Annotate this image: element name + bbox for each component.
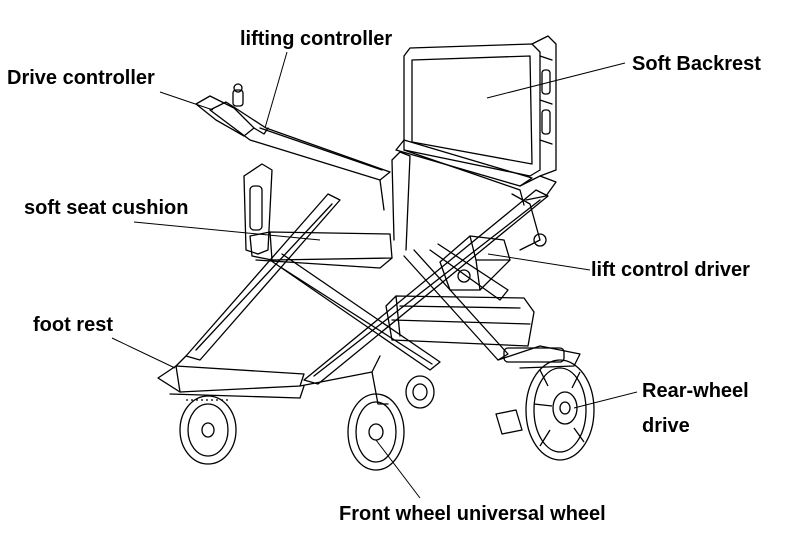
label-foot-rest: foot rest: [33, 314, 113, 336]
lower-frame: [299, 345, 581, 435]
label-front-wheel: Front wheel universal wheel: [339, 503, 606, 525]
front-right-wheel: [347, 375, 435, 471]
label-rear-wheel-drive-line1: Rear-wheel: [642, 380, 749, 402]
rear-wheel: [525, 359, 595, 461]
label-drive-controller: Drive controller: [7, 67, 155, 89]
label-soft-backrest: Soft Backrest: [632, 53, 761, 75]
battery-box: [385, 295, 535, 347]
label-rear-wheel-drive-line2: drive: [642, 415, 690, 437]
lift-control-box: [439, 233, 547, 291]
drive-controller: [195, 83, 269, 137]
label-lifting-controller: lifting controller: [240, 28, 393, 50]
side-frame-right: [391, 151, 557, 251]
footrest: [157, 355, 305, 399]
leader-lines: [111, 51, 638, 499]
side-frame-left: [243, 163, 273, 255]
label-soft-seat-cushion: soft seat cushion: [24, 197, 189, 219]
x-frame: [185, 189, 549, 385]
armrests: [209, 101, 533, 211]
backrest: [403, 35, 557, 177]
front-left-wheel: [179, 395, 237, 465]
label-lift-control-driver: lift control driver: [591, 259, 750, 281]
seat-cushion: [249, 231, 393, 269]
